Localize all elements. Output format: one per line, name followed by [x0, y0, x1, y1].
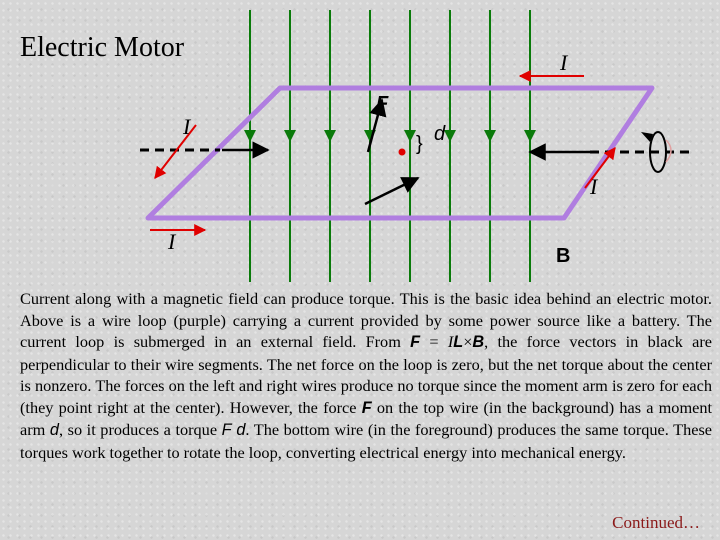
field-label: B: [556, 245, 570, 267]
symbol-force: F: [410, 333, 421, 351]
symbol-current: I: [447, 332, 454, 351]
motor-diagram: I I I I F } d B: [140, 10, 690, 282]
symbol-distance: d: [49, 421, 59, 439]
center-point: [398, 148, 406, 156]
text-segment: , the force vectors in black are perpend…: [20, 332, 712, 417]
page-title: Electric Motor: [20, 32, 185, 63]
continued-link[interactable]: Continued…: [612, 513, 700, 532]
text-segment: Current along with a magnetic field can …: [20, 289, 712, 351]
current-label-right: I: [589, 174, 599, 199]
symbol-torque: F d: [221, 421, 246, 439]
field-arrowheads: [244, 130, 536, 142]
symbol-force-2: F: [361, 398, 372, 417]
explanation-paragraph: Current along with a magnetic field can …: [20, 288, 712, 463]
current-arrow-left: [154, 124, 197, 179]
symbol-cross: ×: [463, 332, 473, 351]
wire-loop: [145, 85, 655, 221]
magnetic-field-lines: [249, 10, 531, 282]
moment-arm-brace: }: [416, 133, 423, 155]
rotation-arrow-icon: [641, 131, 672, 173]
force-arrow-bottom: [364, 176, 420, 206]
force-arrow-top: [366, 98, 387, 153]
current-label-left: I: [182, 114, 192, 139]
distance-label: d: [434, 123, 446, 145]
symbol-length: L: [453, 333, 464, 351]
symbol-field: B: [472, 333, 485, 351]
text-segment: , so it produces a torque: [58, 420, 222, 439]
text-segment: on the top wire (in the background) has …: [20, 397, 713, 440]
current-label-top: I: [559, 50, 569, 75]
text-equals: =: [420, 332, 448, 351]
current-arrow-right: [584, 147, 616, 189]
force-label: F: [376, 93, 389, 115]
text-segment: . The bottom wire (in the foreground) pr…: [20, 420, 713, 462]
current-label-bottom-left: I: [167, 229, 177, 254]
